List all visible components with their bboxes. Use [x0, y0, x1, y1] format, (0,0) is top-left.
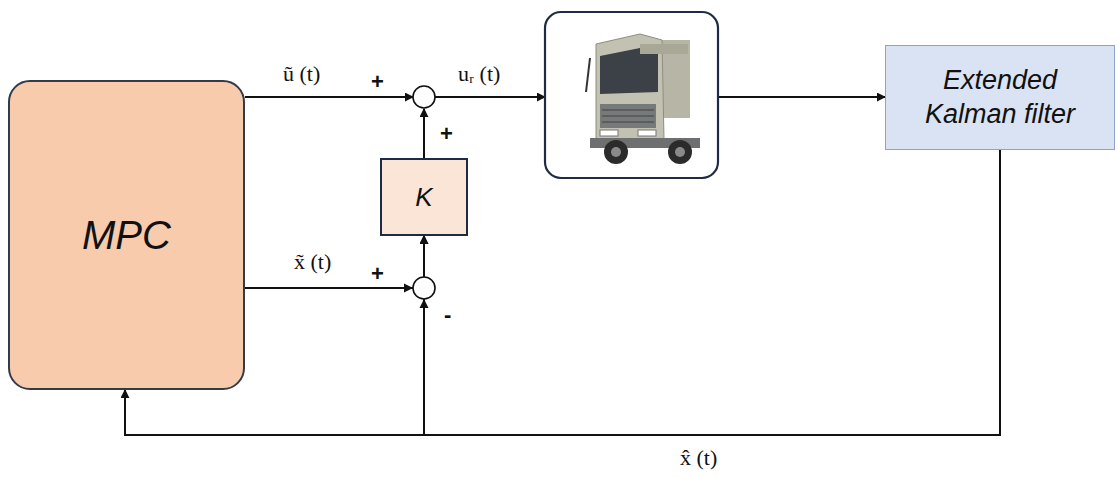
- sum-sign: +: [440, 122, 453, 146]
- k-output-wire: [423, 109, 425, 158]
- u-tilde-wire: [245, 96, 413, 98]
- sum-sign: -: [444, 303, 451, 327]
- signal-label: uᵣ (t): [458, 62, 500, 86]
- ur-wire: [435, 96, 545, 98]
- gain-box: K: [380, 158, 468, 236]
- summing-junction: [413, 86, 435, 108]
- box-text: Extended Kalman filter: [905, 64, 1095, 132]
- filter-box: Extended Kalman filter: [885, 45, 1115, 150]
- arrow-head: [420, 299, 429, 308]
- summing-junction: [413, 277, 435, 299]
- truck-output-wire: [718, 96, 885, 98]
- signal-connector: [245, 236, 424, 288]
- signal-connector: [125, 150, 1000, 435]
- arrow-head: [404, 284, 413, 293]
- signal-connector: [424, 150, 1000, 435]
- box-text: K: [415, 181, 432, 214]
- box-text: MPC: [82, 210, 171, 260]
- sum-sign: +: [371, 262, 384, 286]
- signal-label: ũ (t): [283, 62, 320, 86]
- truck-illustration: [545, 12, 718, 178]
- signal-label: x̃ (t): [292, 250, 333, 274]
- controller-box: MPC: [8, 80, 245, 390]
- sum-sign: +: [371, 70, 384, 94]
- signal-label: x̂ (t): [678, 446, 719, 470]
